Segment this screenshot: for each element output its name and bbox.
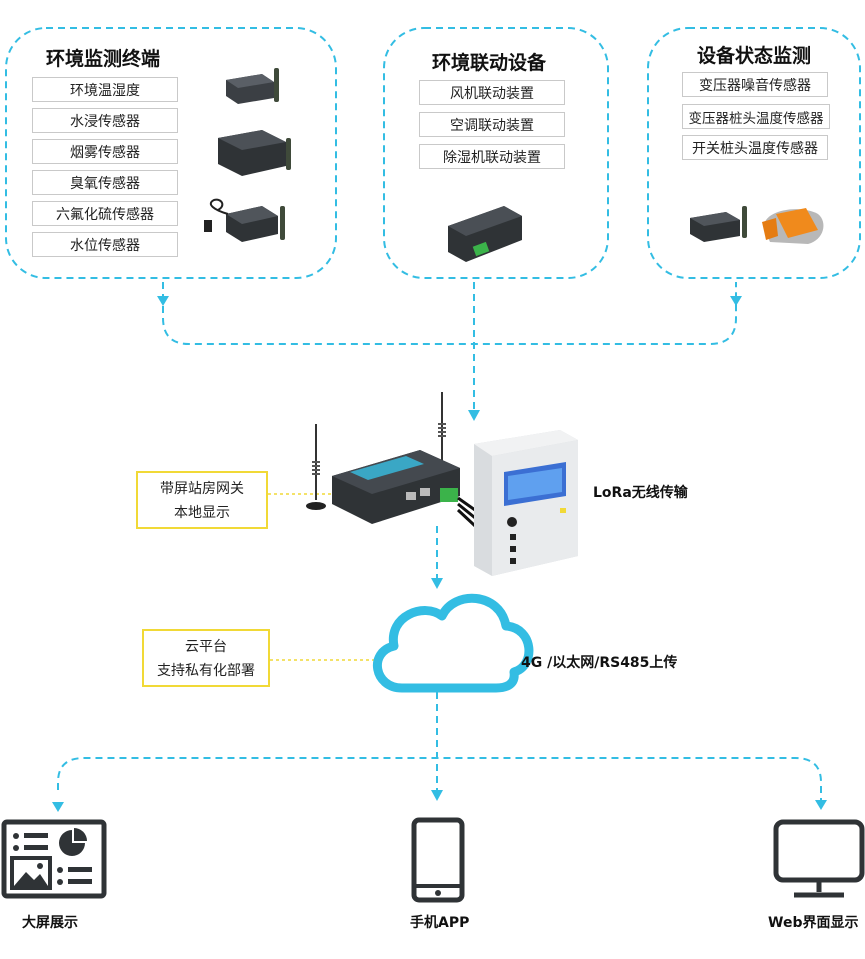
linkage-label-ac: 空调联动装置: [419, 112, 565, 137]
distribution-line: [57, 757, 822, 800]
sensor-device-1: [226, 68, 279, 104]
smartphone-icon: [411, 817, 465, 903]
phone-app-label: 手机APP: [410, 915, 470, 931]
control-cabinet-device: [474, 430, 578, 576]
status-label-transformer-noise: 变压器噪音传感器: [682, 72, 828, 97]
gateway-note-box: 带屏站房网关 本地显示: [136, 471, 268, 529]
linkage-controller-device: [448, 206, 522, 262]
sensor-label-water-level: 水位传感器: [32, 232, 178, 257]
cloud-note-line2: 支持私有化部署: [157, 663, 255, 679]
group-container-env-linkage: [383, 27, 609, 279]
sensor-device-3: [204, 198, 285, 242]
sensor-label-sf6: 六氟化硫传感器: [32, 201, 178, 226]
dashboard-icon: [1, 819, 107, 899]
sensor-label-smoke: 烟雾传感器: [32, 139, 178, 164]
uplink-label: 4G /以太网/RS485上传: [521, 655, 678, 671]
gateway-router-device: [306, 392, 493, 540]
temperature-clamp-device: [762, 208, 824, 244]
status-label-transformer-terminal-temp: 变压器桩头温度传感器: [682, 104, 830, 129]
gateway-note-line1: 带屏站房网关: [160, 481, 244, 497]
group-title-env-monitor: 环境监测终端: [46, 48, 161, 70]
group-title-device-status: 设备状态监测: [697, 45, 812, 67]
sensor-label-temp-humidity: 环境温湿度: [32, 77, 178, 102]
group-container-env-monitor: [5, 27, 337, 279]
sensor-label-water-leak: 水浸传感器: [32, 108, 178, 133]
sensor-device-2: [218, 130, 291, 176]
gateway-note-line2: 本地显示: [174, 505, 230, 521]
status-label-switch-terminal-temp: 开关桩头温度传感器: [682, 135, 828, 160]
group-title-env-linkage: 环境联动设备: [432, 52, 547, 74]
big-screen-label: 大屏展示: [22, 915, 78, 931]
lora-label: LoRa无线传输: [593, 485, 688, 501]
linkage-label-fan: 风机联动装置: [419, 80, 565, 105]
group-container-device-status: [647, 27, 861, 279]
sensor-label-ozone: 臭氧传感器: [32, 170, 178, 195]
cloud-note-line1: 云平台: [185, 639, 227, 655]
cloud-icon: [373, 593, 534, 693]
collector-line: [162, 282, 737, 345]
linkage-label-dehumidifier: 除湿机联动装置: [419, 144, 565, 169]
arrowheads: [52, 296, 827, 812]
monitor-icon: [773, 819, 865, 898]
noise-sensor-device: [690, 206, 747, 242]
cloud-note-box: 云平台 支持私有化部署: [142, 629, 270, 687]
dashboard-icon-detail: [13, 828, 92, 885]
web-display-label: Web界面显示: [768, 915, 859, 931]
